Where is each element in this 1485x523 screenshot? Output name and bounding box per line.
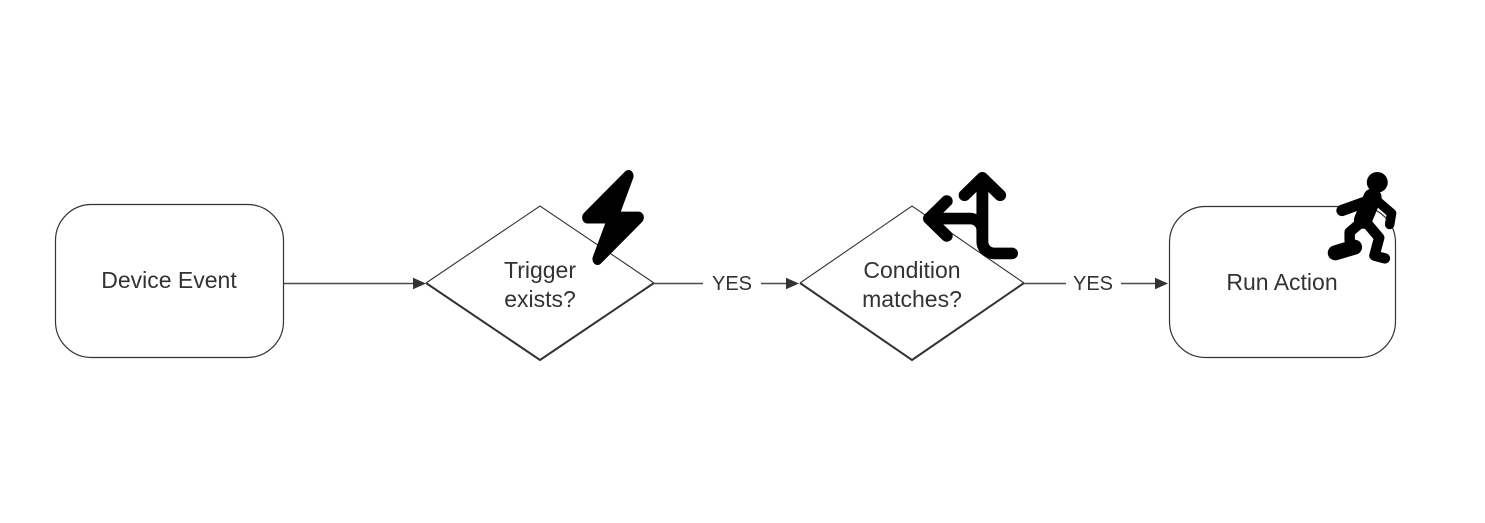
node-condition-matches-shape xyxy=(799,205,1025,362)
arrowhead-icon xyxy=(1155,277,1168,290)
node-device-event-shape xyxy=(54,203,285,359)
arrowhead-icon xyxy=(786,277,799,290)
edge-label-yes-2: YES xyxy=(1070,273,1116,295)
person-running-icon xyxy=(1327,171,1397,264)
lightning-bolt-icon xyxy=(582,170,644,265)
edge-trigger-to-condition xyxy=(654,277,799,290)
arrows-split-up-and-left-icon xyxy=(923,172,1018,260)
arrowhead-icon xyxy=(413,277,426,290)
node-trigger-exists-shape xyxy=(425,205,655,362)
edge-device-event-to-trigger xyxy=(284,277,426,290)
edge-condition-to-run-action xyxy=(1024,277,1168,290)
edge-label-yes-1: YES xyxy=(709,273,755,295)
